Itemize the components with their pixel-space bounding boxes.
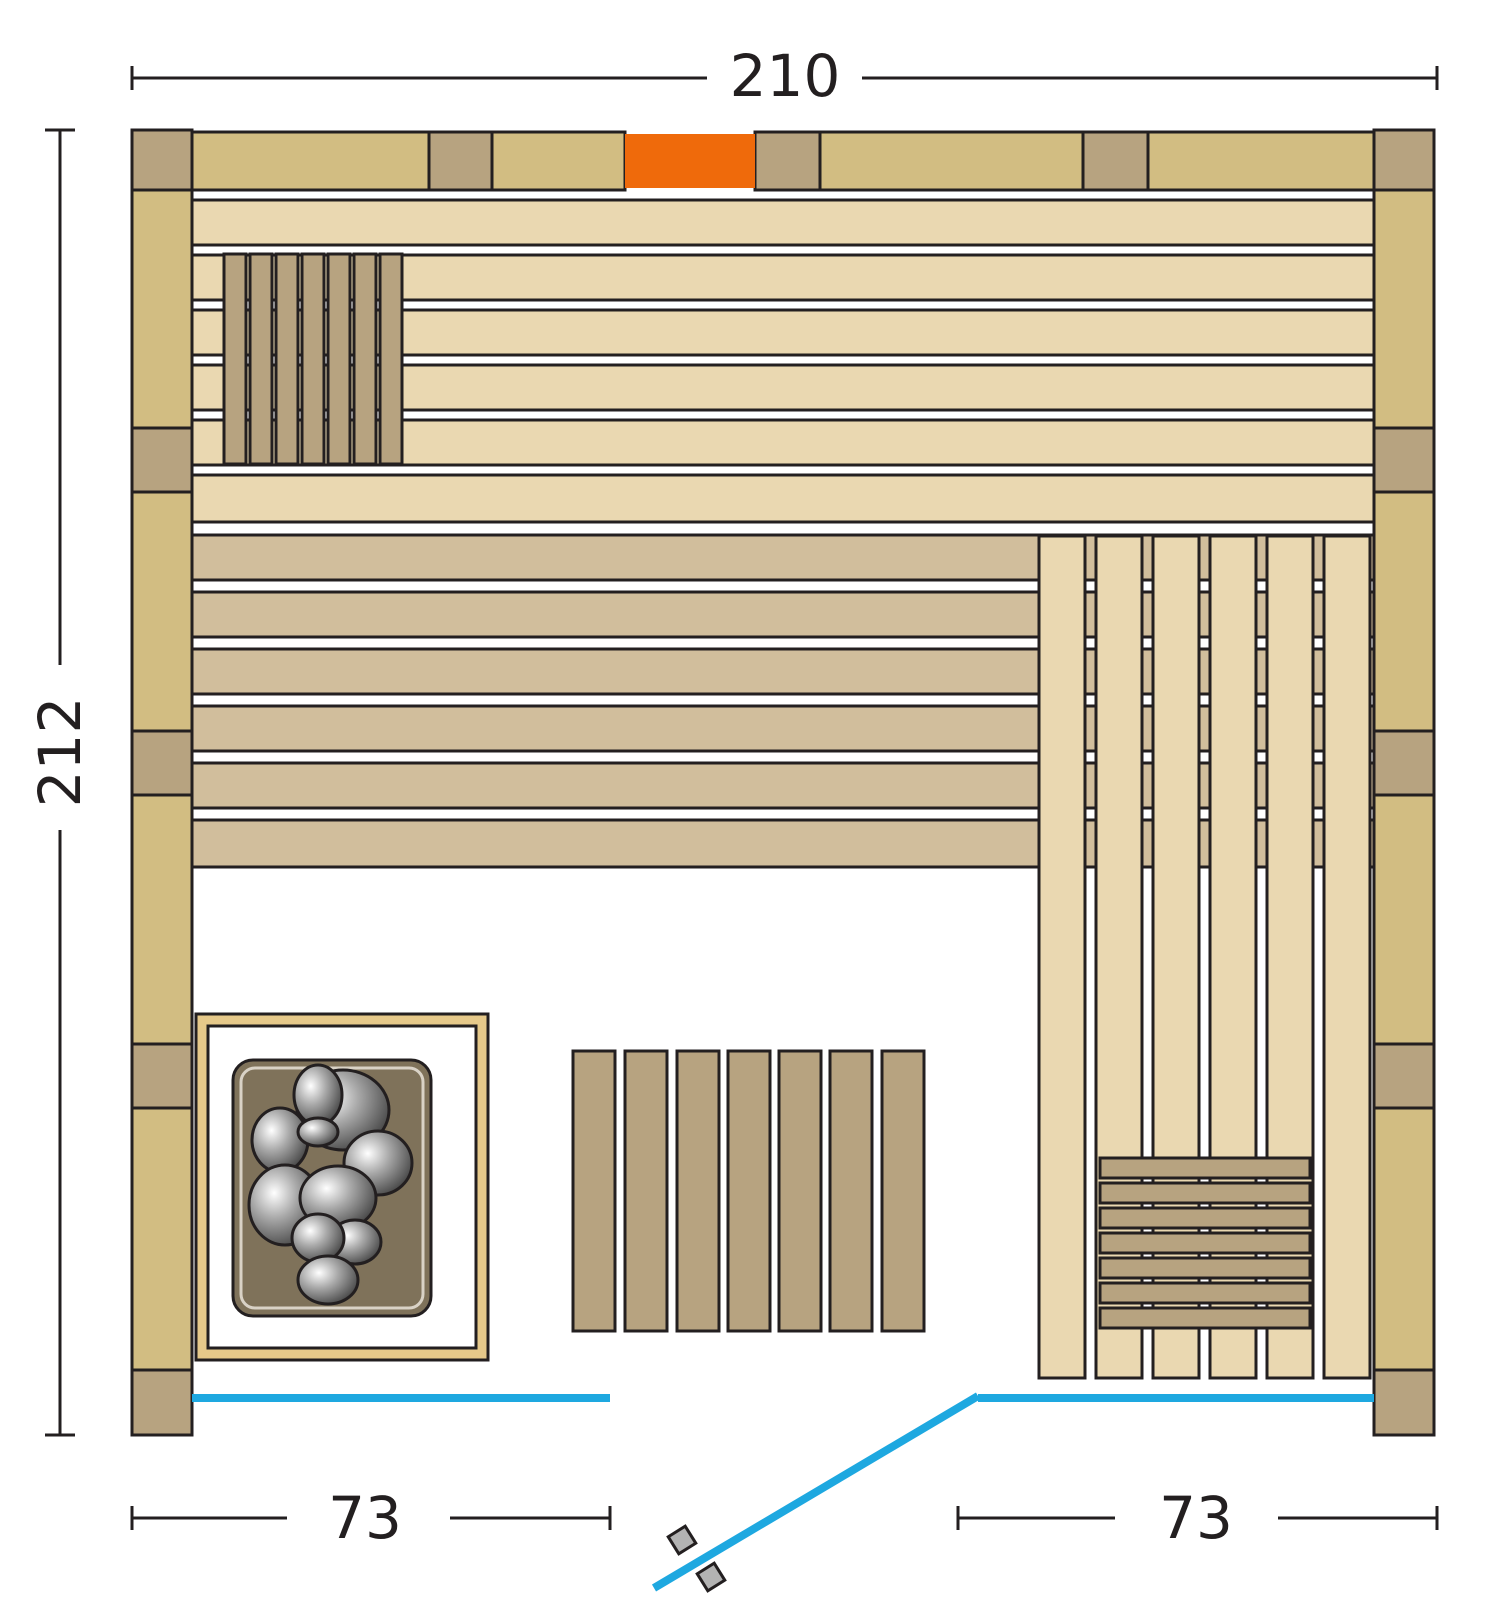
floor-duckboard: [571, 1049, 926, 1333]
dimension-bottom-left: 73: [130, 1484, 612, 1552]
dimension-bottom-right: 73: [956, 1484, 1439, 1552]
door-handle-icon[interactable]: [666, 1524, 727, 1593]
glass-door[interactable]: [651, 1392, 981, 1592]
bench-stool: [1098, 1156, 1312, 1330]
dimension-bottom-right-label: 73: [1159, 1484, 1233, 1552]
dimension-bottom-left-label: 73: [328, 1484, 402, 1552]
dimension-top: 210: [130, 42, 1439, 110]
backrest-slats: [222, 252, 404, 466]
dimension-depth-label: 212: [26, 697, 94, 808]
sauna-heater-icon: [194, 1012, 490, 1362]
dimension-width-label: 210: [730, 42, 841, 110]
dimension-left: 212: [26, 128, 94, 1437]
walls: [130, 128, 1436, 1437]
light-fixture: [625, 134, 755, 188]
